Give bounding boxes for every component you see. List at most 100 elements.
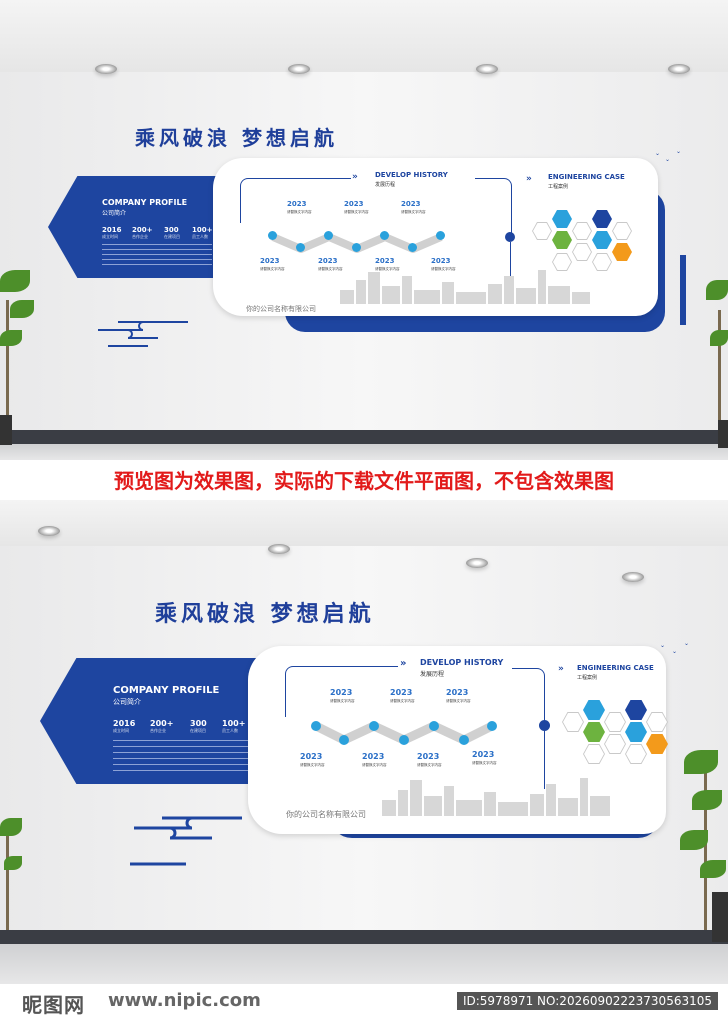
skyline-building bbox=[424, 796, 442, 816]
ceiling-light bbox=[622, 572, 644, 582]
timeline-dot bbox=[408, 243, 417, 252]
timeline-dot bbox=[429, 721, 439, 731]
ceiling-light bbox=[95, 64, 117, 74]
timeline-event: 请替换文字内容 bbox=[446, 699, 471, 703]
timeline-dot bbox=[352, 243, 361, 252]
case-hexagon bbox=[612, 243, 632, 261]
timeline-dot bbox=[459, 735, 469, 745]
plant-leaf bbox=[0, 270, 30, 292]
develop-history-title: DEVELOP HISTORY bbox=[375, 171, 448, 179]
skyline-building bbox=[356, 280, 366, 304]
skyline-building bbox=[548, 286, 570, 304]
baseboard bbox=[0, 930, 728, 944]
skyline-building bbox=[558, 798, 578, 816]
chevrons-icon: » bbox=[526, 174, 532, 184]
timeline-year: 2023 bbox=[287, 200, 307, 208]
floor bbox=[0, 444, 728, 460]
skyline-building bbox=[340, 290, 354, 304]
ceiling-light bbox=[38, 526, 60, 536]
chevrons-icon: » bbox=[352, 172, 358, 182]
connector-line-down bbox=[544, 731, 545, 789]
engineering-case-title: ENGINEERING CASE bbox=[577, 664, 654, 672]
skyline-building bbox=[484, 792, 496, 816]
timeline-dot bbox=[296, 243, 305, 252]
timeline-year: 2023 bbox=[417, 752, 440, 761]
timeline-year: 2023 bbox=[390, 688, 413, 697]
watermark-url: www.nipic.com bbox=[108, 990, 261, 1011]
timeline-dot bbox=[268, 231, 277, 240]
skyline-building bbox=[546, 784, 556, 816]
connector-dot bbox=[539, 720, 550, 731]
timeline-event: 请替换文字内容 bbox=[417, 763, 442, 767]
plant-leaf bbox=[684, 750, 718, 774]
timeline-year: 2023 bbox=[472, 750, 495, 759]
develop-history-subtitle: 发展历程 bbox=[420, 671, 445, 678]
case-hexagon bbox=[572, 222, 592, 240]
ceiling-light bbox=[668, 64, 690, 74]
timeline-event: 请替换文字内容 bbox=[390, 699, 415, 703]
frame-stripe bbox=[680, 255, 686, 325]
plant-leaf bbox=[692, 790, 722, 810]
plant-leaf bbox=[10, 300, 34, 318]
case-hexagon bbox=[572, 243, 592, 261]
chevrons-icon: » bbox=[400, 658, 407, 669]
timeline-event: 请替换文字内容 bbox=[300, 763, 325, 767]
case-hexagon bbox=[583, 700, 605, 720]
ceiling-light bbox=[466, 558, 488, 568]
ceiling bbox=[0, 500, 728, 546]
timeline-year: 2023 bbox=[344, 200, 364, 208]
connector-line-down bbox=[510, 242, 511, 292]
timeline-year: 2023 bbox=[375, 257, 395, 265]
case-hexagon bbox=[646, 734, 668, 754]
connector-line bbox=[512, 668, 545, 723]
company-name: 你的公司名称有限公司 bbox=[286, 810, 366, 819]
floor bbox=[0, 944, 728, 984]
timeline-event: 请替换文字内容 bbox=[330, 699, 355, 703]
company-profile-title: COMPANY PROFILE bbox=[113, 685, 220, 696]
skyline-building bbox=[590, 796, 610, 816]
case-hexagon bbox=[592, 210, 612, 228]
timeline-year: 2023 bbox=[446, 688, 469, 697]
develop-history-subtitle: 发展历程 bbox=[375, 182, 396, 188]
case-hexagon bbox=[532, 222, 552, 240]
bird-icon: ⌄ bbox=[676, 148, 682, 155]
case-hexagon bbox=[646, 712, 668, 732]
case-hexagon bbox=[583, 722, 605, 742]
skyline-building bbox=[414, 290, 440, 304]
plant-pot bbox=[0, 415, 12, 445]
timeline-year: 2023 bbox=[260, 257, 280, 265]
timeline-event: 请替换文字内容 bbox=[318, 267, 343, 271]
plant-leaf bbox=[706, 280, 728, 300]
skyline-building bbox=[530, 794, 544, 816]
stat-staff: 100+员工人数 bbox=[192, 226, 213, 239]
timeline-event: 请替换文字内容 bbox=[344, 210, 369, 214]
timeline-event: 请替换文字内容 bbox=[472, 761, 497, 765]
timeline-dot bbox=[311, 721, 321, 731]
timeline-year: 2023 bbox=[401, 200, 421, 208]
chevrons-icon: » bbox=[558, 664, 564, 674]
develop-history-title: DEVELOP HISTORY bbox=[420, 658, 504, 667]
plant-leaf bbox=[700, 860, 726, 878]
history-line bbox=[285, 666, 398, 717]
bird-icon: ⌄ bbox=[665, 156, 671, 163]
connector-dot bbox=[505, 232, 515, 242]
skyline-building bbox=[504, 276, 514, 304]
engineering-case-title: ENGINEERING CASE bbox=[548, 173, 625, 181]
skyline-building bbox=[444, 786, 454, 816]
plant-pot bbox=[712, 892, 728, 942]
timeline-dot bbox=[380, 231, 389, 240]
profile-text-block bbox=[113, 740, 248, 772]
bird-icon: ⌄ bbox=[655, 150, 661, 157]
timeline-year: 2023 bbox=[362, 752, 385, 761]
bird-icon: ⌄ bbox=[684, 640, 690, 647]
connector-line bbox=[475, 178, 512, 237]
engineering-case-subtitle: 工程案例 bbox=[577, 675, 598, 681]
plant-stem bbox=[718, 310, 721, 420]
bird-icon: ⌄ bbox=[660, 642, 666, 649]
slogan: 乘风破浪 梦想启航 bbox=[155, 602, 375, 627]
ceiling-light bbox=[288, 64, 310, 74]
